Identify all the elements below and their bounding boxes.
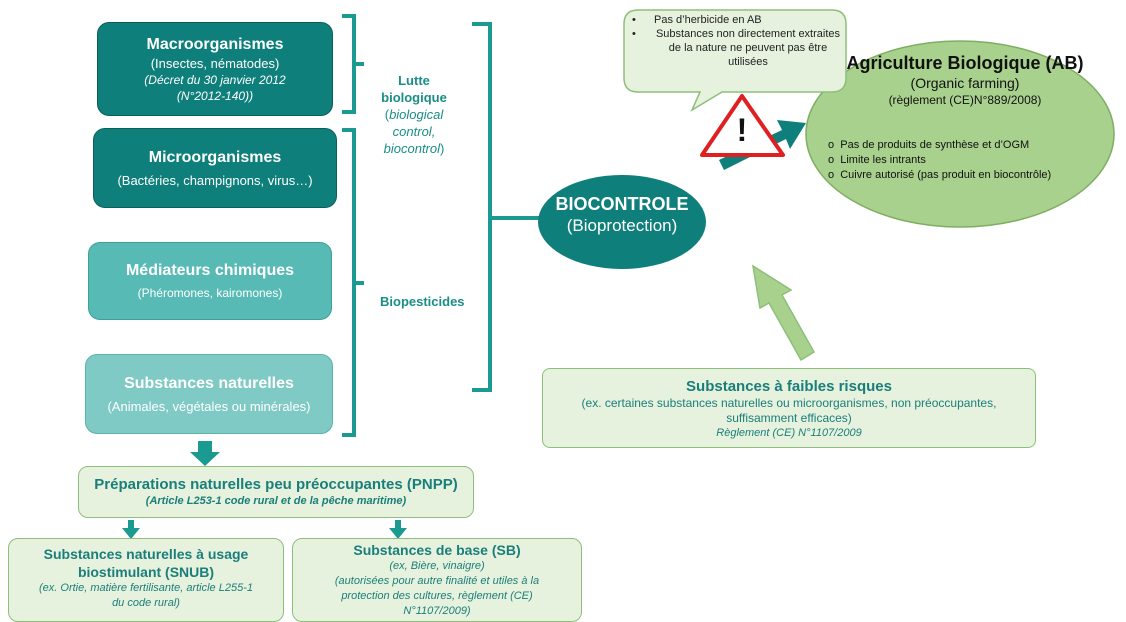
ab-item-3: o Cuivre autorisé (pas produit en biocon…	[828, 169, 1052, 181]
faibles-line-1: (ex. certaines substances naturelles ou …	[581, 395, 997, 410]
pnpp-box: Préparations naturelles peu préoccupante…	[78, 466, 474, 518]
micro-sub: (Bactéries, champignons, virus…)	[117, 172, 313, 188]
snub-box: Substances naturelles à usage biostimula…	[8, 538, 284, 622]
naturelles-title: Substances naturelles	[124, 374, 294, 392]
macroorganismes-box: Macroorganismes (Insectes, nématodes) (D…	[97, 22, 333, 116]
macro-decree-2: (N°2012-140))	[176, 88, 254, 103]
lutte-sub-2: biocontrol	[383, 141, 441, 156]
bracket-lutte	[342, 14, 364, 114]
snub-title-2: biostimulant (SNUB)	[77, 564, 215, 580]
sb-sub-2: (autorisées pour autre finalité et utile…	[334, 575, 540, 587]
substances-naturelles-box: Substances naturelles (Animales, végétal…	[85, 354, 333, 434]
biocontrole-ellipse	[538, 175, 706, 269]
sb-sub-3: protection des cultures, règlement (CE)	[341, 590, 533, 602]
micro-title: Microorganismes	[148, 148, 282, 166]
callout-item-2: •Substances non directement extraites de…	[632, 28, 841, 68]
macro-decree-1: (Décret du 30 janvier 2012	[144, 72, 286, 87]
bracket-biocontrole	[472, 22, 540, 392]
arrow-faibles-to-biocontrole	[751, 264, 816, 362]
pnpp-title: Préparations naturelles peu préoccupante…	[94, 476, 458, 493]
arrow-to-snub	[122, 520, 140, 539]
biocontrole-title: BIOCONTROLE	[555, 194, 689, 214]
callout-text: •Pas d’herbicide en AB •Substances non d…	[632, 13, 842, 69]
arrow-to-sb	[389, 520, 407, 539]
sb-title: Substances de base (SB)	[353, 542, 521, 558]
lutte-paren-open: (	[384, 107, 390, 122]
ab-ellipse	[805, 40, 1115, 228]
faibles-line-2: suffisamment efficaces)	[726, 410, 852, 425]
ab-title: Agriculture Biologique (AB)	[846, 53, 1084, 73]
faibles-reg: Règlement (CE) N°1107/2009	[716, 426, 862, 439]
biocontrole-sub: (Bioprotection)	[566, 216, 678, 235]
lutte-sub-line-1: (biological control,	[364, 106, 464, 140]
snub-sub-1: (ex. Ortie, matière fertilisante, articl…	[39, 582, 253, 594]
ab-text: Agriculture Biologique (AB) (Organic far…	[820, 52, 1110, 108]
mediateurs-title: Médiateurs chimiques	[125, 261, 295, 279]
ab-sub: (Organic farming)	[910, 75, 1020, 91]
faibles-risques-box: Substances à faibles risques (ex. certai…	[542, 368, 1036, 448]
biocontrole-label: BIOCONTROLE (Bioprotection)	[538, 193, 706, 237]
lutte-sub-line-2: biocontrol)	[364, 140, 464, 157]
arrow-to-pnpp	[190, 441, 220, 466]
macro-title: Macroorganismes	[146, 35, 284, 53]
snub-sub-2: du code rural)	[112, 597, 180, 609]
ab-reg: (règlement (CE)N°889/2008)	[888, 93, 1042, 107]
callout-bubble	[623, 9, 847, 112]
ab-item-1: o Pas de produits de synthèse et d’OGM	[828, 139, 1030, 151]
callout-item-1: •Pas d’herbicide en AB	[632, 14, 762, 26]
sb-box: Substances de base (SB) (ex, Bière, vina…	[292, 538, 582, 622]
warning-exclamation: !	[736, 112, 748, 148]
macro-sub: (Insectes, nématodes)	[150, 55, 280, 71]
bracket-biopesticides	[342, 128, 364, 437]
lutte-paren-close: )	[440, 141, 445, 156]
faibles-title: Substances à faibles risques	[686, 377, 892, 395]
snub-title-1: Substances naturelles à usage	[43, 546, 249, 562]
naturelles-sub: (Animales, végétales ou minérales)	[107, 398, 311, 414]
pnpp-sub: (Article L253-1 code rural et de la pêch…	[145, 495, 407, 507]
mediateurs-box: Médiateurs chimiques (Phéromones, kairom…	[88, 242, 332, 320]
lutte-biologique-label: Lutte biologique (biological control, bi…	[364, 72, 464, 157]
ab-list: o Pas de produits de synthèse et d’OGM o…	[828, 138, 1118, 183]
warning-triangle	[700, 94, 785, 157]
sb-sub-1: (ex, Bière, vinaigre)	[389, 560, 485, 572]
microorganismes-box: Microorganismes (Bactéries, champignons,…	[93, 128, 337, 208]
ab-item-2: o Limite les intrants	[828, 154, 926, 166]
mediateurs-sub: (Phéromones, kairomones)	[137, 285, 283, 300]
lutte-sub-1: biological control,	[389, 107, 444, 139]
lutte-title: Lutte biologique	[381, 73, 447, 105]
biopesticides-label: Biopesticides	[380, 294, 465, 309]
sb-sub-4: N°1107/2009)	[403, 605, 471, 617]
